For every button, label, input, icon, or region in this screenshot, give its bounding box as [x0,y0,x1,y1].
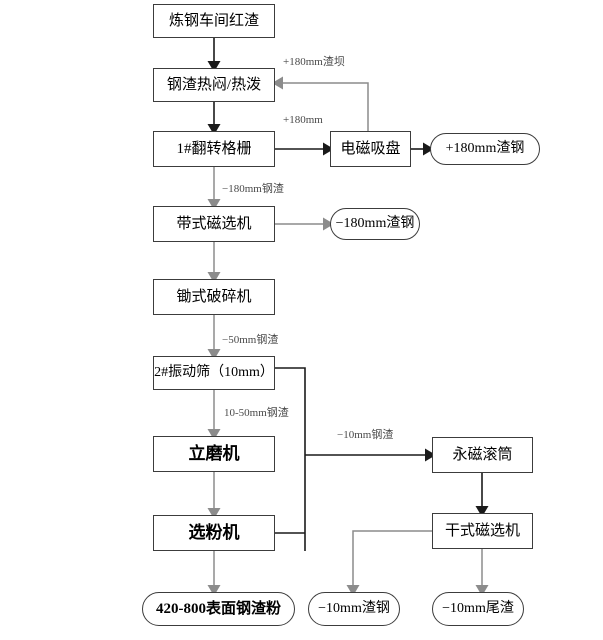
flow-node-label: 干式磁选机 [444,522,520,539]
flow-node-n1[interactable]: 炼钢车间红渣 [153,4,275,38]
flow-node-label: 420-800表面钢渣粉 [156,600,281,617]
flow-node-n13[interactable]: 干式磁选机 [432,513,533,549]
flow-node-n11[interactable]: 永磁滚筒 [432,437,533,473]
flow-node-n3[interactable]: 1#翻转格栅 [153,131,275,167]
flow-edge-label-e5: 10-50mm钢渣 [224,407,289,419]
flow-node-n16[interactable]: −10mm尾渣 [432,592,524,626]
flow-node-label: −10mm尾渣 [442,601,514,617]
flow-node-label: 锄式破碎机 [176,288,252,305]
flow-node-label: 永磁滚筒 [452,446,513,463]
flow-node-n9[interactable]: 2#振动筛（10mm） [153,356,275,390]
flow-node-label: 立磨机 [188,443,240,463]
flow-node-label: 1#翻转格栅 [176,140,252,157]
flow-node-label: 带式磁选机 [176,215,252,232]
flow-node-label: 炼钢车间红渣 [168,12,259,29]
flow-edge-label-e3: −180mm钢渣 [222,183,284,195]
flow-node-n5[interactable]: +180mm渣钢 [430,133,540,165]
flow-edge-label-e1: +180mm渣坝 [283,56,345,68]
flow-node-n12[interactable]: 选粉机 [153,515,275,551]
flow-node-label: 选粉机 [188,522,240,542]
flow-node-n6[interactable]: 带式磁选机 [153,206,275,242]
flow-node-label: −10mm渣钢 [318,601,390,617]
flow-node-n15[interactable]: −10mm渣钢 [308,592,400,626]
flow-node-n8[interactable]: 锄式破碎机 [153,279,275,315]
flow-edge-label-e2: +180mm [283,114,323,126]
flow-node-n2[interactable]: 钢渣热闷/热泼 [153,68,275,102]
flow-node-n7[interactable]: −180mm渣钢 [330,208,420,240]
flow-node-label: +180mm渣钢 [445,141,525,157]
flow-node-label: 钢渣热闷/热泼 [166,76,262,93]
flow-node-n10[interactable]: 立磨机 [153,436,275,472]
flow-node-label: 电磁吸盘 [340,140,401,157]
flow-node-label: −180mm渣钢 [335,216,415,232]
flow-node-n4[interactable]: 电磁吸盘 [330,131,411,167]
flow-edge-label-e4: −50mm钢渣 [222,334,279,346]
flow-node-label: 2#振动筛（10mm） [154,365,274,381]
flow-node-n14[interactable]: 420-800表面钢渣粉 [142,592,295,626]
flow-edge-label-e6: −10mm钢渣 [337,429,394,441]
flow-wire-w10 [275,367,306,551]
flow-wire-w17 [352,530,432,585]
